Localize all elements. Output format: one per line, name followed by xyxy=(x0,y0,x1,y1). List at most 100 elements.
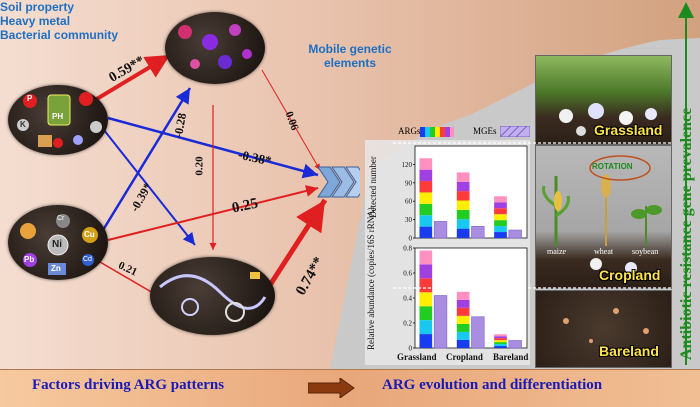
bar-args-segment xyxy=(419,169,433,182)
nutrient-icon xyxy=(73,135,83,145)
bar-args-segment xyxy=(494,208,507,215)
legend-args-swatch xyxy=(420,127,454,137)
metal-icon xyxy=(82,254,94,266)
xcat-bareland: Bareland xyxy=(493,352,529,362)
y-tick-label: 90 xyxy=(405,179,413,187)
bar-args-segment xyxy=(419,158,433,170)
bar-mges xyxy=(433,295,448,349)
bar-args-segment xyxy=(494,338,507,341)
bacterial-community-label: Bacterial community xyxy=(0,28,119,42)
bar-args-segment xyxy=(494,220,507,227)
dashed-separators xyxy=(393,142,671,289)
bar-args-segment xyxy=(456,331,470,340)
mge-label-line2: elements xyxy=(323,56,377,70)
cd-label: Cd xyxy=(83,256,92,263)
y-tick-label: 120 xyxy=(402,161,413,169)
chart-relative-abundance: 00.20.40.60.8 xyxy=(403,245,528,352)
ph-label: PH xyxy=(52,112,64,121)
bar-args-segment xyxy=(419,250,433,265)
ph-meter-icon xyxy=(47,94,71,126)
grassland-title: Grassland xyxy=(594,122,663,138)
crops-icon xyxy=(542,155,662,274)
grassland-panel xyxy=(535,55,672,145)
bar-args-segment xyxy=(494,202,507,209)
bar-args-segment xyxy=(456,209,470,220)
bottom-left-text: Factors driving ARG patterns xyxy=(32,377,225,393)
y-tick-label: 0.4 xyxy=(403,295,412,303)
bar-args-segment xyxy=(494,196,507,203)
mge-label-line1: Mobile genetic xyxy=(308,42,392,56)
metal-icons xyxy=(20,214,98,275)
bar-args-segment xyxy=(494,232,507,238)
cu-label: Cu xyxy=(84,230,95,239)
bacteria-icons xyxy=(178,24,252,69)
plot-area xyxy=(414,247,528,349)
bar-mges xyxy=(508,229,522,239)
arrow-bacteria-args xyxy=(261,69,321,171)
cropland-panel xyxy=(535,145,672,289)
soybean-label: soybean xyxy=(632,247,659,256)
rotation-label: ROTATION xyxy=(592,162,633,171)
bar-args-segment xyxy=(456,323,470,332)
metal-icon xyxy=(47,234,69,256)
bar-args-segment xyxy=(494,346,507,348)
bar-args-segment xyxy=(419,215,433,227)
bar-args-segment xyxy=(456,181,470,192)
bar-args-segment xyxy=(419,226,433,238)
nutrient-icon xyxy=(38,135,52,147)
bar-args-segment xyxy=(456,200,470,210)
bar-args-segment xyxy=(419,334,433,348)
zn-label: Zn xyxy=(51,264,61,273)
soil-particles-icon xyxy=(559,103,657,136)
y-tick-label: 0.2 xyxy=(403,320,412,328)
bar-args-segment xyxy=(419,203,433,216)
maize-label: maize xyxy=(547,247,567,256)
bar-mges xyxy=(508,340,522,349)
bar-args-segment xyxy=(419,306,433,321)
bar-args-segment xyxy=(419,278,433,293)
arrow-metal-bacteria xyxy=(98,87,192,236)
soil-property-image: PH K P xyxy=(8,85,108,155)
mobile-genetic-elements-label: Mobile genetic elements xyxy=(0,42,700,70)
bare-soil-icon xyxy=(563,308,649,343)
y-tick-label: 60 xyxy=(405,198,413,206)
bar-args-segment xyxy=(419,320,433,335)
bar-mges xyxy=(471,316,485,349)
metal-icon xyxy=(82,227,98,243)
pb-label: Pb xyxy=(24,255,35,264)
metal-icon xyxy=(56,214,70,228)
bottom-right-text: ARG evolution and differentiation xyxy=(382,377,603,393)
plot-area xyxy=(414,145,528,239)
path-arrows xyxy=(93,53,360,301)
bar-args-segment xyxy=(456,191,470,201)
arrow-soil-bacteria xyxy=(93,53,172,102)
bar-args-segment xyxy=(494,340,507,343)
prevalence-arrow xyxy=(678,2,694,365)
xcat-grassland: Grassland xyxy=(397,352,437,362)
up-arrow-icon xyxy=(678,2,694,18)
cropland-title: Cropland xyxy=(599,267,661,283)
nutrient-icon xyxy=(17,119,29,131)
bar-args-segment xyxy=(494,342,507,345)
metal-icon xyxy=(23,253,37,267)
arrow-mge-args xyxy=(267,198,328,287)
y-tick-label: 0.6 xyxy=(403,270,412,278)
bar-args-segment xyxy=(494,226,507,233)
bar-args-segment xyxy=(494,336,507,339)
legend-args-label: ARGs xyxy=(398,126,421,136)
xcat-cropland: Cropland xyxy=(446,352,483,362)
nutrient-icon xyxy=(79,92,93,106)
p-label: P xyxy=(27,94,33,103)
mobile-genetic-elements-image xyxy=(150,257,275,335)
bar-mges xyxy=(471,226,485,239)
nutrient-icon xyxy=(90,121,102,133)
k-label: K xyxy=(20,120,26,129)
bar-args-segment xyxy=(456,291,470,300)
bar-args-segment xyxy=(456,172,470,182)
heavy-metal-image: Cr Ni Cu Pb Cd Zn xyxy=(8,205,108,280)
heavy-metal-label: Heavy metal xyxy=(0,14,71,28)
bareland-title: Bareland xyxy=(599,343,659,359)
y-tick-label: 0.8 xyxy=(403,245,412,253)
bar-args-segment xyxy=(456,315,470,324)
